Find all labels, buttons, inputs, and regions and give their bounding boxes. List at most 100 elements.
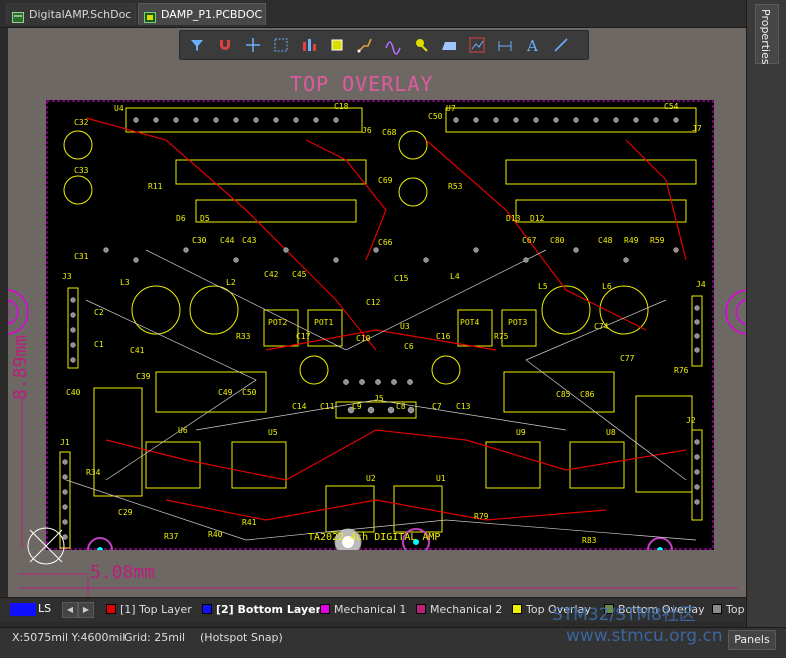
component-label: R53 — [448, 182, 463, 191]
component-label: R59 — [650, 236, 665, 245]
grid-size: Grid: 25mil — [124, 631, 186, 644]
layer-tab-top-overlay[interactable]: Top Overlay — [510, 600, 591, 619]
component-label: C12 — [366, 298, 381, 307]
component-label: J2 — [686, 416, 696, 425]
dimension-horizontal: 5.08mm — [90, 562, 156, 583]
component-label: R40 — [208, 530, 223, 539]
panels-button[interactable]: Panels — [728, 630, 776, 650]
pad-icon[interactable] — [410, 34, 432, 56]
component-label: C14 — [292, 402, 307, 411]
component-label: U6 — [178, 426, 188, 435]
filter-icon[interactable] — [186, 34, 208, 56]
document-tab-bar: DigitalAMP.SchDoc DAMP_P1.PCBDOC * — [0, 0, 746, 43]
layer-tab-mechanical-2[interactable]: Mechanical 2 — [414, 600, 502, 619]
component-label: C40 — [66, 388, 81, 397]
component-label: D5 — [200, 214, 210, 223]
component-label: C11 — [320, 402, 335, 411]
overlay-title: TOP OVERLAY — [290, 72, 434, 96]
dimension-icon[interactable] — [494, 34, 516, 56]
component-label: C86 — [580, 390, 595, 399]
layer-next-button[interactable]: ▶ — [78, 602, 94, 618]
component-label: POT3 — [508, 318, 528, 327]
tab-schematic-label: DigitalAMP.SchDoc — [29, 8, 132, 21]
schematic-doc-icon — [12, 9, 24, 23]
component-label: D13 — [506, 214, 521, 223]
component-label: C80 — [550, 236, 565, 245]
dimension-horizontal-line — [18, 573, 738, 597]
component-label: C10 — [356, 334, 371, 343]
layer-tab-bar: LS ◀ ▶ [1] Top Layer [2] Bottom Layer Me… — [0, 597, 746, 622]
snap-mode: (Hotspot Snap) — [200, 631, 283, 644]
component-label: C66 — [378, 238, 393, 247]
magnet-icon[interactable] — [214, 34, 236, 56]
properties-tab[interactable]: Properties — [755, 4, 779, 65]
component-icon[interactable] — [326, 34, 348, 56]
layer-prev-button[interactable]: ◀ — [62, 602, 78, 618]
mechanical-mark-right — [725, 289, 746, 335]
component-label: C17 — [296, 332, 311, 341]
component-label: R83 — [582, 536, 597, 545]
graph-icon[interactable] — [466, 34, 488, 56]
component-label: C33 — [74, 166, 89, 175]
component-label: C48 — [598, 236, 613, 245]
select-rect-icon[interactable] — [270, 34, 292, 56]
component-label: C39 — [136, 372, 151, 381]
component-label: C16 — [436, 332, 451, 341]
pcb-board[interactable]: U4 U7 C18 C54 C32 C50 J6 J7 C68 C33 C69 … — [46, 100, 714, 550]
component-label: POT4 — [460, 318, 480, 327]
component-label: C67 — [522, 236, 537, 245]
component-label: R76 — [674, 366, 689, 375]
layer-swatch — [712, 604, 722, 614]
component-label: R33 — [236, 332, 251, 341]
layer-tab-bottom-overlay[interactable]: Bottom Overlay — [602, 600, 705, 619]
diff-pair-icon[interactable] — [382, 34, 404, 56]
layer-tab-label: Top Overlay — [526, 603, 591, 616]
layer-tab-bottom-layer[interactable]: [2] Bottom Layer — [200, 600, 321, 619]
component-label: C42 — [264, 270, 279, 279]
layer-tab-label: Top — [726, 603, 745, 616]
component-label: J5 — [374, 394, 384, 403]
component-label: C32 — [74, 118, 89, 127]
component-label: C50 — [428, 112, 443, 121]
status-bar: X:5075mil Y:4600mil Grid: 25mil (Hotspot… — [0, 627, 786, 658]
route-icon[interactable] — [354, 34, 376, 56]
align-icon[interactable] — [298, 34, 320, 56]
line-icon[interactable] — [550, 34, 572, 56]
component-label: R11 — [148, 182, 163, 191]
pcb-canvas[interactable]: A TOP OVERLAY — [8, 28, 746, 597]
watermark-line-1: STM32/STM8社区 — [552, 605, 696, 625]
component-label: R34 — [86, 468, 101, 477]
component-label: C43 — [242, 236, 257, 245]
polygon-icon[interactable] — [438, 34, 460, 56]
layer-tab-mechanical-1[interactable]: Mechanical 1 — [318, 600, 406, 619]
component-label: POT1 — [314, 318, 334, 327]
board-artwork — [46, 100, 714, 550]
component-label: C31 — [74, 252, 89, 261]
svg-text:A: A — [526, 37, 538, 55]
watermark-line-2: www.stmcu.org.cn — [566, 626, 723, 646]
component-label: C74 — [594, 322, 609, 331]
component-label: J7 — [692, 124, 702, 133]
layer-tab-top-paste[interactable]: Top — [710, 600, 745, 619]
origin-marker-icon — [27, 527, 65, 565]
component-label: C49 — [218, 388, 233, 397]
component-label: R49 — [624, 236, 639, 245]
component-label: C44 — [220, 236, 235, 245]
component-label: C50 — [242, 388, 257, 397]
pcb-doc-icon — [144, 9, 156, 23]
layer-tab-label: [1] Top Layer — [120, 603, 192, 616]
tab-schematic[interactable]: DigitalAMP.SchDoc — [6, 3, 136, 25]
layer-set-label[interactable]: LS — [38, 602, 52, 615]
layer-set-swatch[interactable] — [10, 603, 36, 616]
component-label: R79 — [474, 512, 489, 521]
component-label: U2 — [366, 474, 376, 483]
component-label: C9 — [352, 402, 362, 411]
layer-tab-label: [2] Bottom Layer — [216, 603, 321, 616]
crosshair-icon[interactable] — [242, 34, 264, 56]
component-label: L3 — [120, 278, 130, 287]
component-label: C29 — [118, 508, 133, 517]
text-icon[interactable]: A — [522, 34, 544, 56]
tab-pcb[interactable]: DAMP_P1.PCBDOC * — [138, 3, 266, 43]
component-label: C54 — [664, 102, 679, 111]
layer-tab-top-layer[interactable]: [1] Top Layer — [104, 600, 192, 619]
